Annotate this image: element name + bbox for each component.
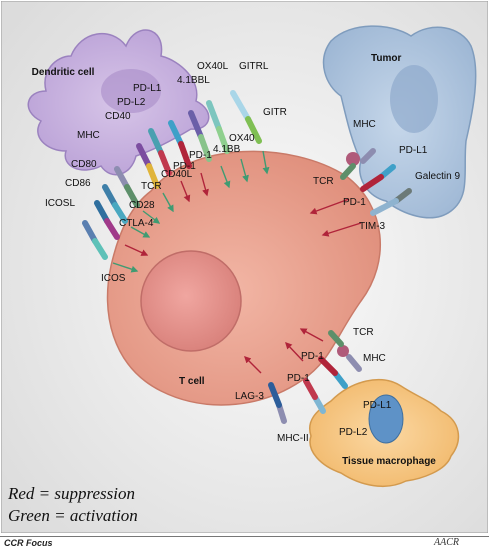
cd40-label: CD40 — [105, 111, 131, 122]
legend-suppression: Red = suppression — [8, 484, 136, 503]
dc-signal-arrows — [112, 150, 270, 273]
t-cell-nucleus — [140, 250, 242, 352]
tumor-tcell-receptors — [340, 148, 412, 216]
pd-l1-mac-label: PD-L1 — [363, 400, 392, 411]
4-1bbl-label: 4.1BBL — [177, 75, 210, 86]
cell-labels: Dendritic cell Tumor T cell Tissue macro… — [32, 53, 437, 467]
t-cell-label: T cell — [179, 376, 205, 387]
legend: Red = suppression Green = activation — [8, 483, 138, 527]
mhc-mac-label: MHC — [363, 353, 386, 364]
mhc-dc-label: MHC — [77, 130, 100, 141]
icos-label: ICOS — [101, 273, 126, 284]
pd-1-b-label: PD-1 — [173, 161, 196, 172]
pd-1-mac-2-label: PD-1 — [287, 373, 310, 384]
cd28-label: CD28 — [129, 200, 155, 211]
footer-logo: AACR — [434, 537, 459, 548]
dc-tcell-receptors — [82, 90, 262, 260]
legend-activation: Green = activation — [8, 506, 138, 525]
gitr-label: GITR — [263, 107, 287, 118]
pd-l2-dc-label: PD-L2 — [117, 97, 146, 108]
ox40-label: OX40 — [229, 133, 255, 144]
tcr-mac-label: TCR — [353, 327, 374, 338]
macrophage-signal-arrows — [244, 328, 324, 374]
lag-3-label: LAG-3 — [235, 391, 264, 402]
mhc-tumor-label: MHC — [353, 119, 376, 130]
macrophage-nucleus — [368, 394, 404, 444]
pd-1-tumor-label: PD-1 — [343, 197, 366, 208]
4-1bb-label: 4.1BB — [213, 144, 241, 155]
cd86-label: CD86 — [65, 178, 91, 189]
tcr-tumor-label: TCR — [313, 176, 334, 187]
tumor-signal-arrows — [309, 198, 362, 237]
dendritic-cell-nucleus — [101, 69, 161, 113]
cd40l-label: CD40L — [161, 169, 193, 180]
pd-l2-mac-label: PD-L2 — [339, 427, 368, 438]
dendritic-cell-label: Dendritic cell — [32, 67, 95, 78]
immune-checkpoint-diagram: Dendritic cell Tumor T cell Tissue macro… — [1, 1, 488, 533]
pd-1-a-label: PD-1 — [189, 150, 212, 161]
pd-l1-tumor-label: PD-L1 — [399, 145, 428, 156]
pd-1-mac-1-label: PD-1 — [301, 351, 324, 362]
gitrl-label: GITRL — [239, 61, 269, 72]
tcr-dc-label: TCR — [141, 181, 162, 192]
ctla-4-label: CTLA-4 — [119, 218, 154, 229]
footer-divider — [0, 536, 489, 537]
pd-l1-dc-label: PD-L1 — [133, 83, 162, 94]
tumor-nucleus — [390, 65, 438, 133]
mhc-ii-label: MHC-II — [277, 433, 309, 444]
macrophage-label: Tissue macrophage — [342, 456, 436, 467]
ox40l-label: OX40L — [197, 61, 229, 72]
tumor-label: Tumor — [371, 53, 401, 64]
footer-journal: CCR Focus — [4, 538, 53, 548]
icosl-label: ICOSL — [45, 198, 75, 209]
galectin-9-label: Galectin 9 — [415, 171, 460, 182]
receptor-labels: OX40L GITRL 4.1BBL PD-L1 PD-L2 CD40 MHC … — [45, 61, 460, 444]
tim-3-label: TIM-3 — [359, 221, 386, 232]
cd80-label: CD80 — [71, 159, 97, 170]
macrophage-tcell-receptors — [268, 330, 362, 424]
